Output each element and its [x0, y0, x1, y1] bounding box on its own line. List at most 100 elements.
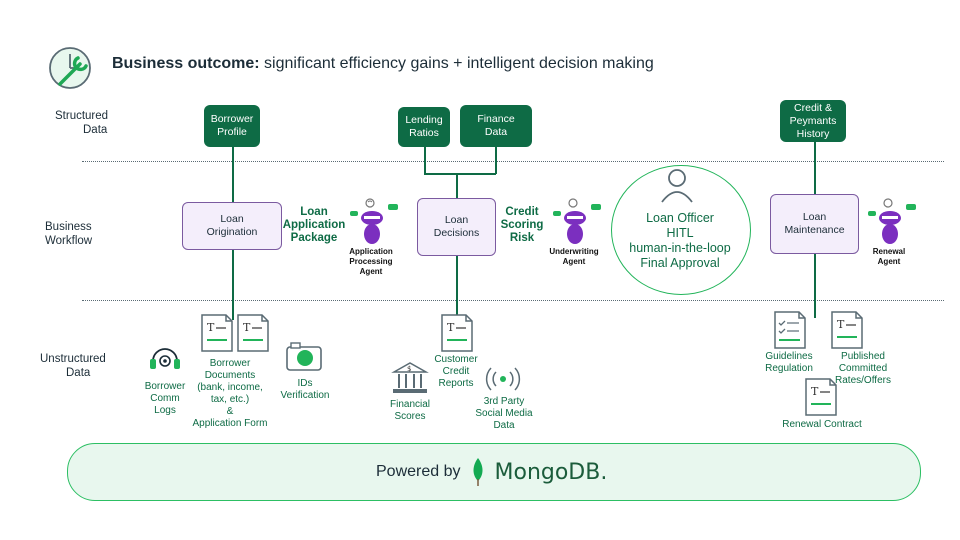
- label-line: Credit: [505, 206, 539, 218]
- row-label-line: Unstructured: [40, 353, 106, 365]
- bank-icon: $: [391, 362, 429, 393]
- row-label-line: Structured: [55, 110, 109, 122]
- powered-by-row: Powered by MongoDB.: [376, 456, 607, 488]
- powered-by-text: Powered by: [376, 463, 461, 480]
- renewal-agent-label: Renewal Agent: [860, 247, 918, 267]
- label-line: &: [226, 406, 234, 417]
- underwriting-agent-label: Underwriting Agent: [541, 247, 607, 267]
- page-title: Business outcome: significant efficiency…: [112, 55, 654, 73]
- label-line: Rates/Offers: [835, 375, 891, 386]
- borrower-comm-logs-label: Borrower Comm Logs: [138, 381, 192, 417]
- box-line: Peymants: [789, 114, 837, 127]
- officer-line: human-in-the-loop: [629, 241, 731, 255]
- label-line: Risk: [509, 232, 535, 244]
- box-line: Loan: [802, 211, 827, 223]
- label-line: Loan: [300, 206, 328, 218]
- third-party-social-label: 3rd Party Social Media Data: [468, 396, 540, 432]
- label-line: Social Media: [475, 408, 533, 419]
- label-line: Guidelines: [765, 351, 813, 362]
- label-line: Scoring: [500, 219, 544, 231]
- robot-agent-icon: [553, 198, 601, 244]
- officer-line: HITL: [666, 226, 694, 240]
- label-line: Committed: [838, 363, 888, 374]
- box-line: Credit &: [794, 101, 832, 114]
- label-line: Application: [349, 247, 393, 256]
- officer-line: Final Approval: [640, 256, 720, 270]
- label-line: Agent: [359, 267, 383, 276]
- label-line: Documents: [204, 370, 256, 381]
- mongodb-leaf-icon: [473, 458, 482, 486]
- row-label-line: Data: [83, 124, 108, 136]
- label-line: Application Form: [192, 418, 268, 429]
- headset-gear-icon: [150, 348, 180, 369]
- box-line: Lending: [405, 114, 443, 126]
- box-line: Decisions: [433, 227, 480, 239]
- renewal-contract-label: Renewal Contract: [782, 419, 862, 430]
- svg-text:T: T: [811, 385, 819, 398]
- published-rates-label: Published Committed Rates/Offers: [826, 351, 900, 387]
- connector: [814, 252, 816, 318]
- powered-by-banner: [67, 443, 921, 501]
- loan-officer-text: Loan Officer HITL human-in-the-loop Fina…: [611, 211, 749, 271]
- robot-agent-icon: [868, 198, 916, 244]
- row-label-line: Business: [45, 221, 92, 233]
- label-line: Agent: [562, 257, 586, 266]
- application-package-label: Loan Application Package: [282, 206, 346, 245]
- connector: [814, 142, 816, 194]
- label-line: Processing: [349, 257, 393, 266]
- svg-text:$: $: [407, 365, 411, 373]
- label-line: Logs: [154, 405, 176, 416]
- label-line: Verification: [280, 390, 330, 401]
- box-line: Loan: [444, 214, 469, 226]
- row-label-workflow: Business Workflow: [45, 220, 92, 248]
- person-icon: [661, 169, 693, 203]
- row-label-line: Data: [66, 367, 91, 379]
- borrower-documents-label: Borrower Documents (bank, income, tax, e…: [182, 358, 278, 430]
- row-label-line: Workflow: [45, 235, 93, 247]
- label-line: Credit: [442, 366, 470, 377]
- separator-top: [82, 161, 944, 162]
- label-line: Published: [841, 351, 885, 362]
- svg-text:T: T: [837, 318, 845, 331]
- row-label-unstructured: Unstructured Data: [40, 352, 106, 380]
- guidelines-regulation-label: Guidelines Regulation: [756, 351, 822, 375]
- label-line: Package: [290, 232, 338, 244]
- customer-credit-reports-label: Customer Credit Reports: [428, 354, 484, 390]
- box-line: Profile: [217, 126, 247, 138]
- officer-line: Loan Officer: [646, 211, 714, 225]
- label-line: tax, etc.): [210, 394, 250, 405]
- label-line: (bank, income,: [197, 382, 263, 393]
- document-icon: T: [805, 378, 837, 416]
- application-processing-agent-label: Application Processing Agent: [340, 247, 402, 277]
- document-icon: T: [441, 314, 473, 352]
- label-line: Borrower: [209, 358, 251, 369]
- loan-officer-circle: [611, 165, 751, 295]
- label-line: Data: [493, 420, 515, 431]
- connector: [456, 173, 458, 198]
- label-line: IDs: [297, 378, 313, 389]
- label-line: Financial: [389, 399, 431, 410]
- credit-scoring-label: Credit Scoring Risk: [498, 206, 546, 245]
- label-line: Scores: [394, 411, 426, 422]
- robot-agent-icon: [350, 198, 398, 244]
- label-line: Regulation: [765, 363, 813, 374]
- label-line: Renewal: [872, 247, 906, 256]
- connector: [495, 146, 497, 174]
- connector: [232, 248, 234, 320]
- broadcast-icon: [485, 367, 521, 391]
- label-line: Reports: [438, 378, 474, 389]
- label-line: Customer: [434, 354, 478, 365]
- box-line: Finance: [477, 113, 515, 125]
- label-line: Application: [282, 219, 346, 231]
- connector: [424, 146, 426, 174]
- mongodb-brand: MongoDB.: [494, 459, 608, 485]
- title-rest: significant efficiency gains + intellige…: [259, 55, 654, 72]
- box-line: Ratios: [409, 127, 439, 139]
- box-line: Loan: [220, 213, 244, 225]
- row-label-structured: Structured Data: [55, 109, 108, 137]
